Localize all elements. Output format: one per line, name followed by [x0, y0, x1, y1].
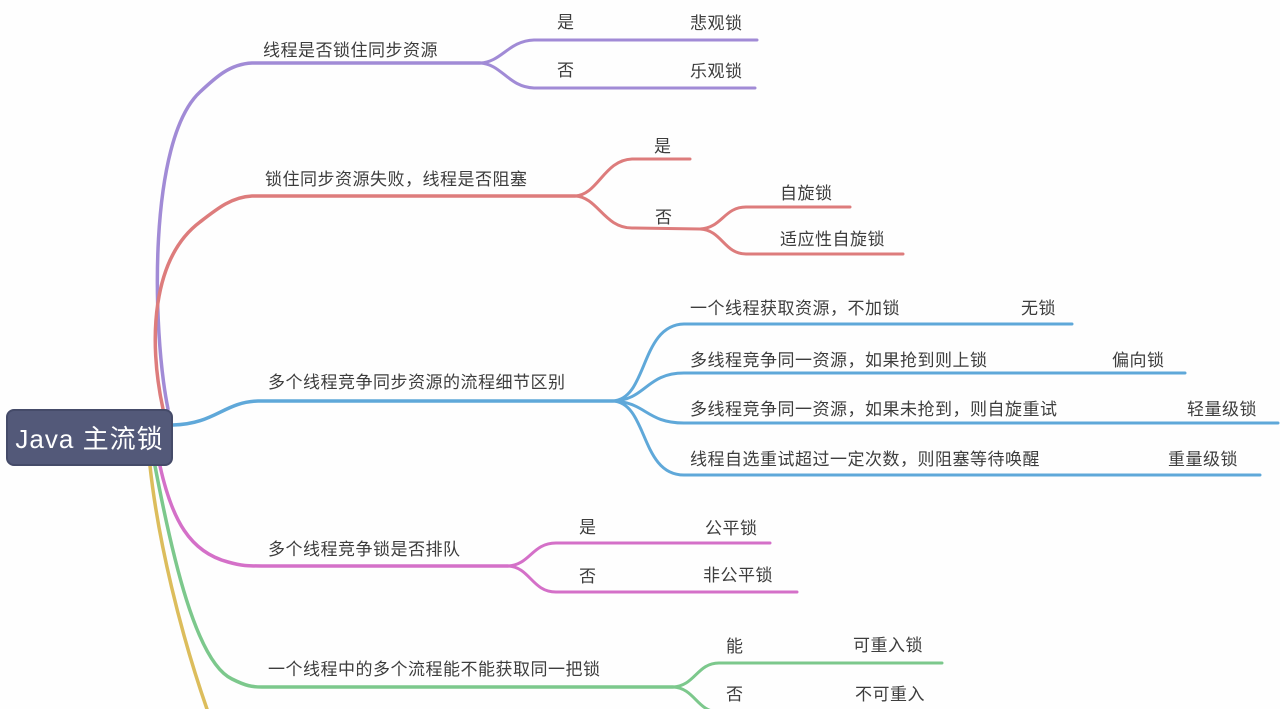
node-branch1-no[interactable]: 否 — [557, 61, 575, 80]
branch1-main-line — [155, 61, 482, 411]
node-branch3[interactable]: 多个线程竞争同步资源的流程细节区别 — [268, 373, 566, 392]
node-branch5-no[interactable]: 否 — [726, 685, 744, 704]
node-branch2[interactable]: 锁住同步资源失败，线程是否阻塞 — [265, 170, 528, 189]
node-optimistic-lock[interactable]: 乐观锁 — [690, 62, 743, 81]
branch1-yes-line — [478, 38, 759, 65]
node-branch2-no[interactable]: 否 — [655, 208, 673, 227]
branch3-row3-line — [611, 399, 1280, 425]
branch3-main-line — [171, 399, 615, 427]
branch5-main-line — [153, 464, 675, 689]
branch2-adaptive-spin-line — [698, 227, 905, 256]
branch5-no-line — [671, 685, 711, 709]
node-spin-lock[interactable]: 自旋锁 — [780, 184, 833, 203]
node-branch3-row1[interactable]: 一个线程获取资源，不加锁 — [690, 299, 900, 318]
branch5-yes-line — [671, 661, 944, 689]
node-biased-lock[interactable]: 偏向锁 — [1112, 351, 1165, 370]
node-branch3-row4[interactable]: 线程自选重试超过一定次数，则阻塞等待唤醒 — [690, 450, 1040, 469]
node-fair-lock[interactable]: 公平锁 — [705, 519, 758, 538]
node-branch4-no[interactable]: 否 — [579, 567, 597, 586]
branch6-offscreen-line — [148, 464, 209, 709]
branch2-no-line — [573, 194, 702, 231]
branch2-main-line — [153, 194, 577, 411]
node-adaptive-spin-lock[interactable]: 适应性自旋锁 — [780, 230, 885, 249]
branch3-row1-line — [611, 322, 1074, 403]
node-branch4[interactable]: 多个线程竞争锁是否排队 — [268, 540, 461, 559]
branch2-spin-line — [698, 205, 852, 231]
node-branch2-yes[interactable]: 是 — [654, 137, 672, 156]
branch4-no-line — [506, 564, 799, 594]
branch2-yes-line — [573, 157, 692, 198]
node-reentrant-lock[interactable]: 可重入锁 — [853, 636, 923, 655]
node-branch5[interactable]: 一个线程中的多个流程能不能获取同一把锁 — [268, 660, 601, 679]
node-unfair-lock[interactable]: 非公平锁 — [703, 566, 773, 585]
node-no-lock[interactable]: 无锁 — [1021, 299, 1056, 318]
node-heavyweight-lock[interactable]: 重量级锁 — [1168, 450, 1238, 469]
node-branch3-row3[interactable]: 多线程竞争同一资源，如果未抢到，则自旋重试 — [690, 400, 1058, 419]
node-branch5-yes[interactable]: 能 — [726, 637, 744, 656]
branch4-yes-line — [506, 541, 772, 568]
node-non-reentrant[interactable]: 不可重入 — [855, 685, 925, 704]
node-pessimistic-lock[interactable]: 悲观锁 — [690, 14, 743, 33]
branch3-row2-line — [611, 371, 1187, 403]
branch3-row4-line — [611, 399, 1262, 477]
node-branch1-yes[interactable]: 是 — [557, 13, 575, 32]
root-node[interactable]: Java 主流锁 — [6, 409, 173, 466]
node-branch1[interactable]: 线程是否锁住同步资源 — [263, 41, 438, 60]
node-branch4-yes[interactable]: 是 — [579, 518, 597, 537]
branch1-no-line — [478, 61, 757, 90]
branch4-main-line — [158, 464, 510, 568]
node-branch3-row2[interactable]: 多线程竞争同一资源，如果抢到则上锁 — [690, 351, 988, 370]
node-lightweight-lock[interactable]: 轻量级锁 — [1187, 400, 1257, 419]
